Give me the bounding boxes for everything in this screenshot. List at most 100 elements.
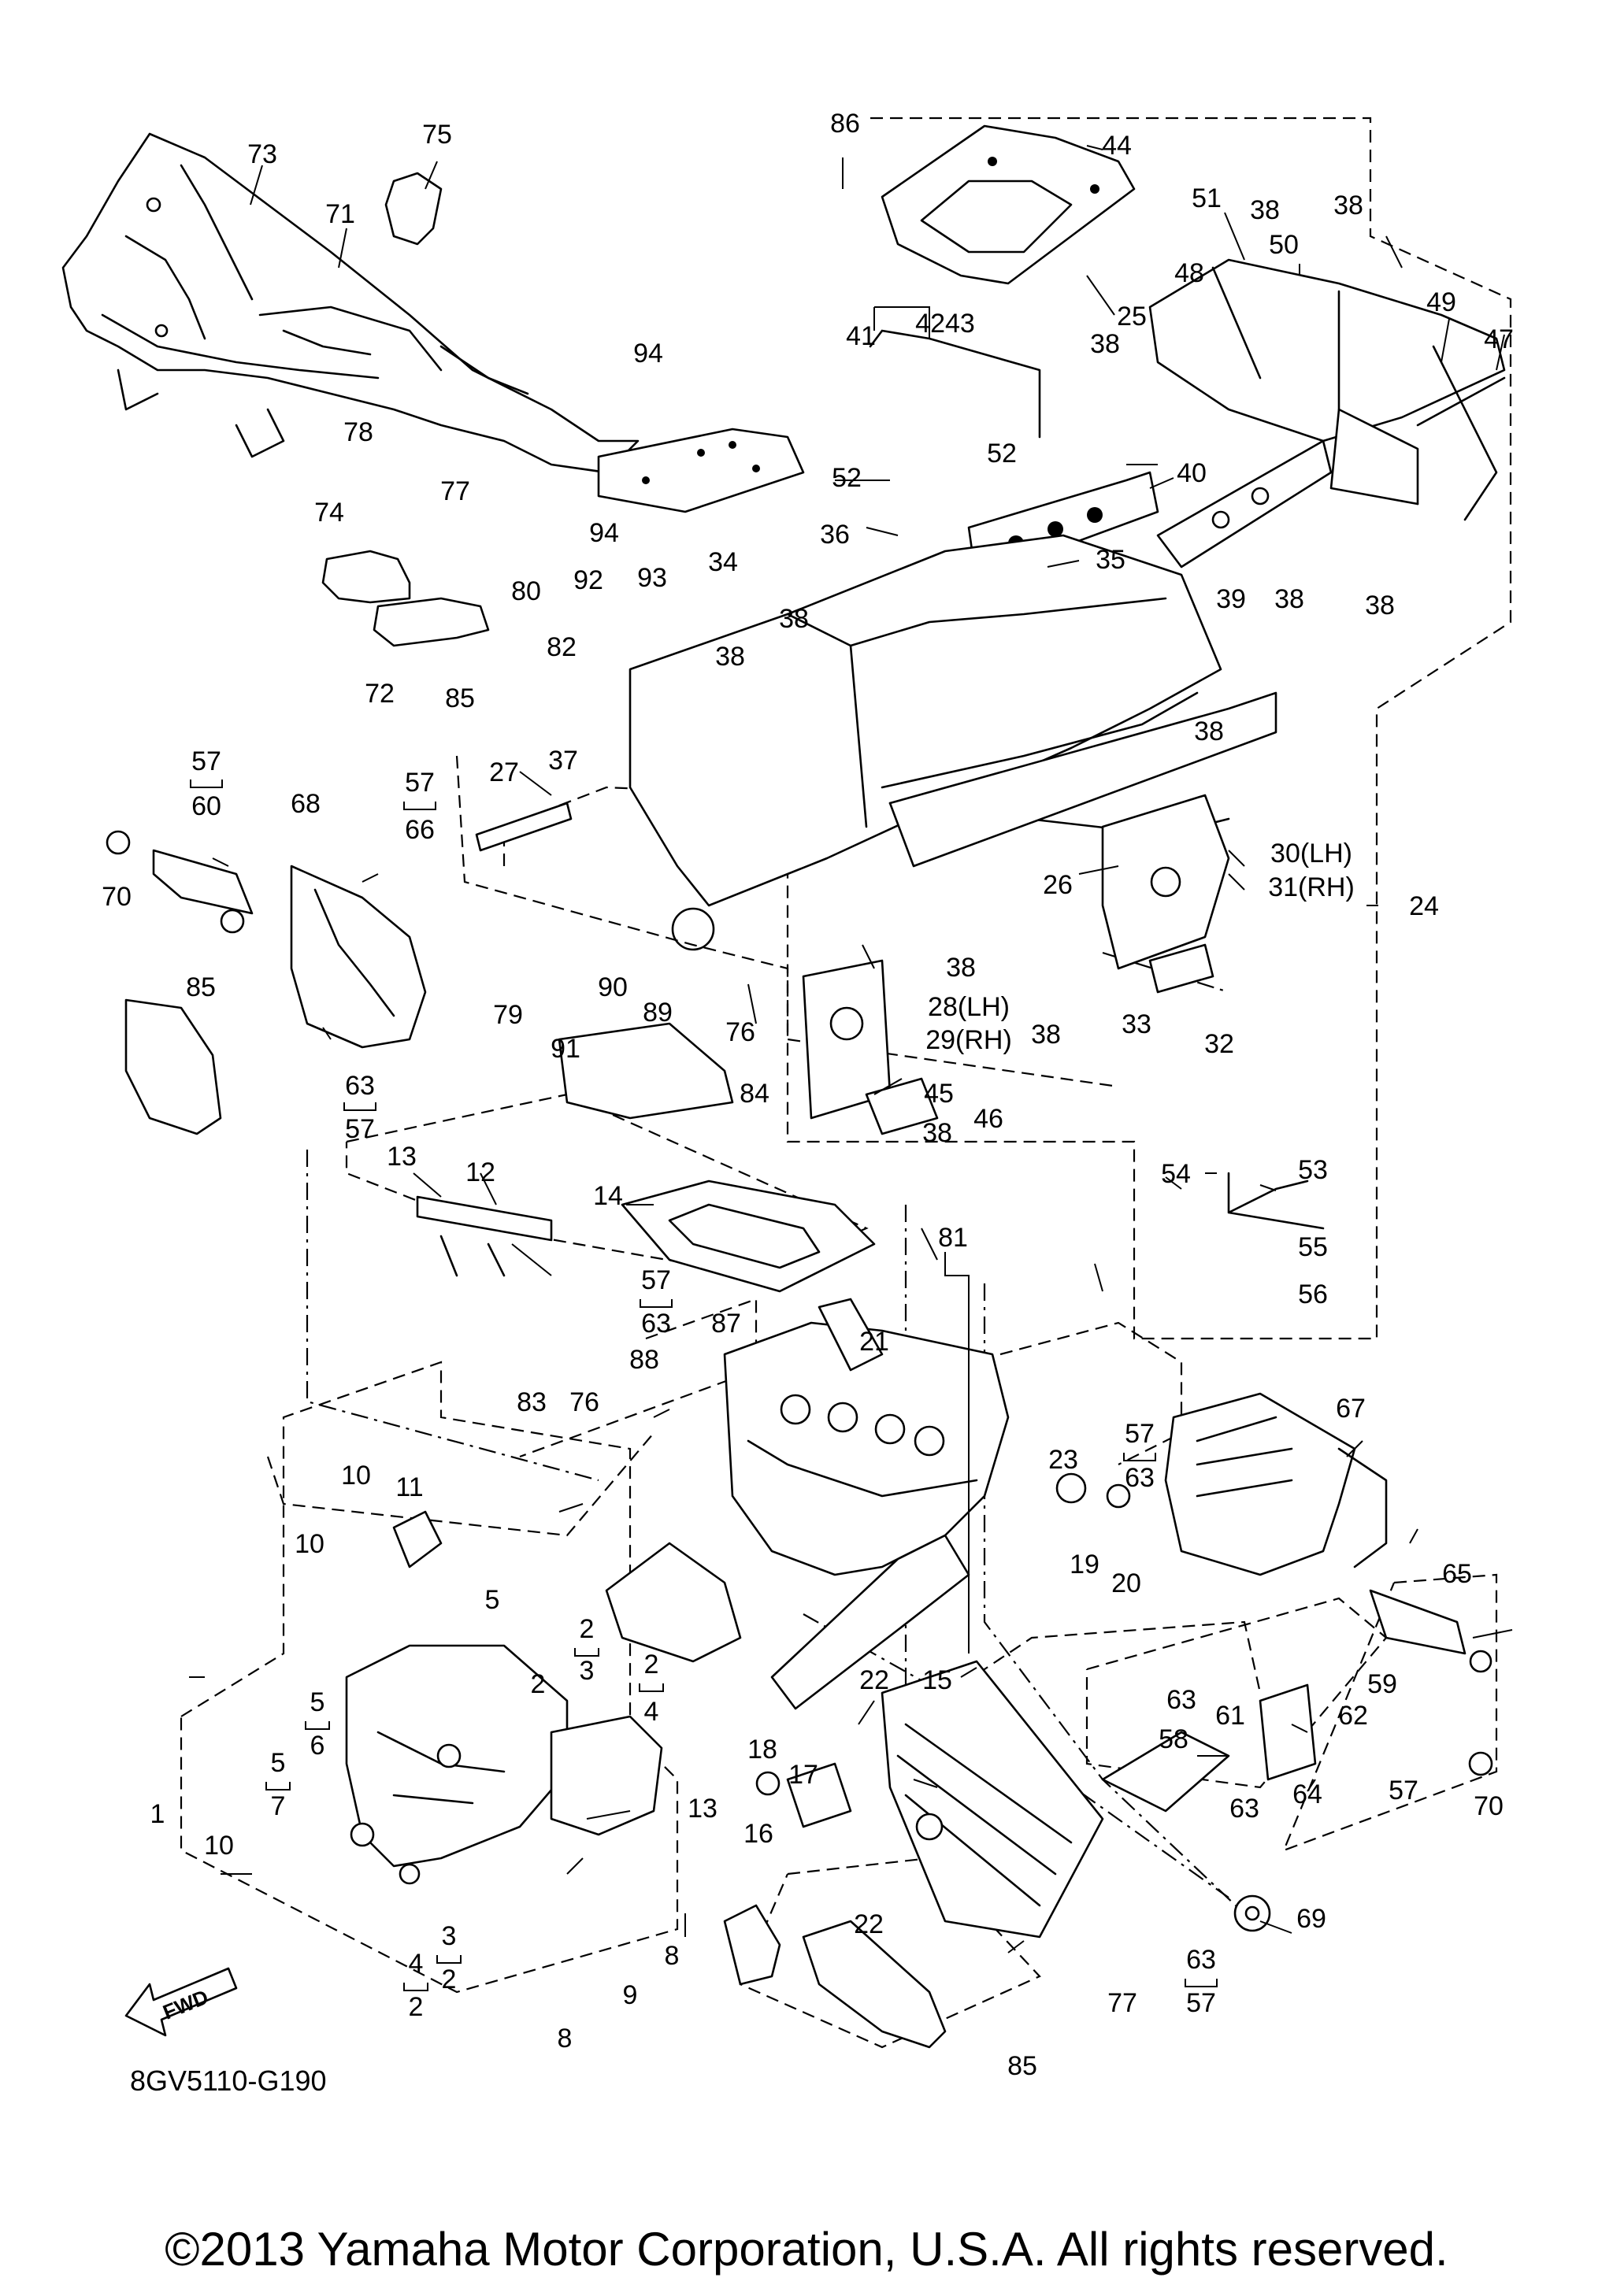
hook-53-drawing (1227, 1172, 1325, 1230)
part-drawings: FWD (61, 124, 1506, 2049)
callout-59: 59 (1367, 1669, 1397, 1699)
callout-80: 80 (511, 576, 541, 606)
bracket-33-drawing (1148, 943, 1214, 994)
callout-78: 78 (343, 417, 373, 447)
callout-30: 30(LH) (1270, 839, 1352, 868)
callout-51: 51 (1192, 183, 1222, 213)
callout-55: 55 (1298, 1232, 1328, 1262)
callout-13-a: 13 (387, 1142, 417, 1172)
callout-70-b: 70 (1474, 1791, 1504, 1821)
callout-74: 74 (314, 498, 344, 528)
rail-41-drawing (869, 329, 1041, 439)
callout-38-h: 38 (1194, 717, 1224, 746)
callout-39: 39 (1216, 584, 1246, 614)
callout-90: 90 (598, 972, 628, 1002)
callout-64: 64 (1292, 1779, 1322, 1809)
callout-63-e: 63 (1229, 1794, 1259, 1824)
callout-58: 58 (1159, 1724, 1188, 1754)
callout-36: 36 (820, 520, 850, 550)
callout-25: 25 (1117, 302, 1147, 331)
callout-89: 89 (643, 998, 673, 1028)
callout-69: 69 (1296, 1904, 1326, 1934)
callout-57-a: 57 (191, 746, 221, 776)
drawing-code: 8GV5110-G190 (130, 2065, 327, 2097)
callout-18: 18 (747, 1735, 777, 1765)
callout-61: 61 (1215, 1701, 1245, 1731)
bracket-75-drawing (384, 172, 443, 246)
callout-14: 14 (593, 1181, 623, 1211)
callout-54: 54 (1161, 1159, 1191, 1189)
callout-52-a: 52 (832, 463, 862, 493)
callout-1: 1 (150, 1799, 165, 1829)
callout-2-c: 2 (531, 1669, 546, 1699)
callout-86: 86 (830, 109, 860, 139)
callout-6: 6 (310, 1731, 325, 1761)
callout-15: 15 (922, 1665, 952, 1695)
copyright-notice: ©2013 Yamaha Motor Corporation, U.S.A. A… (165, 2223, 1448, 2276)
callout-2-a: 2 (580, 1614, 595, 1644)
callout-85-c: 85 (1007, 2051, 1037, 2081)
cap-18-drawing (755, 1771, 781, 1796)
callout-4243: 4243 (915, 309, 975, 339)
callout-5-b: 5 (310, 1687, 325, 1717)
callout-3-a: 3 (580, 1656, 595, 1686)
callout-63-b: 63 (641, 1309, 671, 1339)
callout-87: 87 (711, 1309, 741, 1339)
callout-10-a: 10 (341, 1461, 371, 1491)
callout-57-b: 57 (405, 768, 435, 798)
callout-49: 49 (1426, 287, 1456, 317)
callout-38-i: 38 (946, 953, 976, 983)
cover-85-drawing (124, 998, 222, 1135)
skid-plate-67-drawing (1164, 1392, 1388, 1576)
front-hood-assembly-drawing (61, 132, 640, 474)
callout-81: 81 (938, 1223, 968, 1253)
callout-20: 20 (1111, 1568, 1141, 1598)
leader-lines (189, 145, 1513, 1953)
callout-63-f: 63 (1186, 1945, 1216, 1975)
callout-68: 68 (291, 789, 321, 819)
bumper-68-drawing (106, 830, 427, 1049)
fwd-arrow-icon: FWD (124, 1967, 238, 2037)
callout-60: 60 (191, 791, 221, 821)
callout-44: 44 (1102, 131, 1132, 161)
callout-63-d: 63 (1166, 1685, 1196, 1715)
callout-62: 62 (1338, 1701, 1368, 1731)
callout-16: 16 (743, 1819, 773, 1849)
callout-63-a: 63 (345, 1071, 375, 1101)
callout-85-a: 85 (445, 683, 475, 713)
damper-12-drawing (416, 1195, 553, 1277)
callout-2-b: 2 (644, 1650, 659, 1679)
callout-56: 56 (1298, 1279, 1328, 1309)
pad-72-drawing (373, 597, 490, 647)
bearing-housing-11-drawing (392, 1510, 443, 1568)
callout-26: 26 (1043, 870, 1073, 900)
callout-8-a: 8 (665, 1941, 680, 1971)
callout-38-g: 38 (715, 642, 745, 672)
callout-57-f: 57 (1389, 1776, 1418, 1805)
callout-38-d: 38 (1274, 584, 1304, 614)
callout-38-j: 38 (1031, 1020, 1061, 1050)
callout-85-b: 85 (186, 972, 216, 1002)
callout-31: 31(RH) (1268, 872, 1355, 902)
callout-34: 34 (708, 547, 738, 577)
callout-13-b: 13 (688, 1794, 718, 1824)
callout-33: 33 (1122, 1009, 1151, 1039)
callout-12: 12 (465, 1157, 495, 1187)
callout-52-b: 52 (987, 439, 1017, 468)
callout-76-b: 76 (569, 1387, 599, 1417)
callout-28: 28(LH) (928, 992, 1010, 1022)
center-frame-drawing (723, 1298, 1010, 1576)
callout-9: 9 (623, 1980, 638, 2010)
callout-29: 29(RH) (925, 1025, 1012, 1055)
bumper-bracket-59-drawing (1369, 1589, 1493, 1776)
callout-10-c: 10 (204, 1831, 234, 1861)
callout-27: 27 (489, 757, 519, 787)
callout-32: 32 (1204, 1029, 1234, 1059)
callout-45: 45 (924, 1079, 954, 1109)
callout-70-a: 70 (102, 882, 132, 912)
callout-38-b: 38 (1333, 191, 1363, 220)
callout-67: 67 (1336, 1394, 1366, 1424)
callout-88: 88 (629, 1345, 659, 1375)
callout-24: 24 (1409, 891, 1439, 921)
callout-72: 72 (365, 679, 395, 709)
